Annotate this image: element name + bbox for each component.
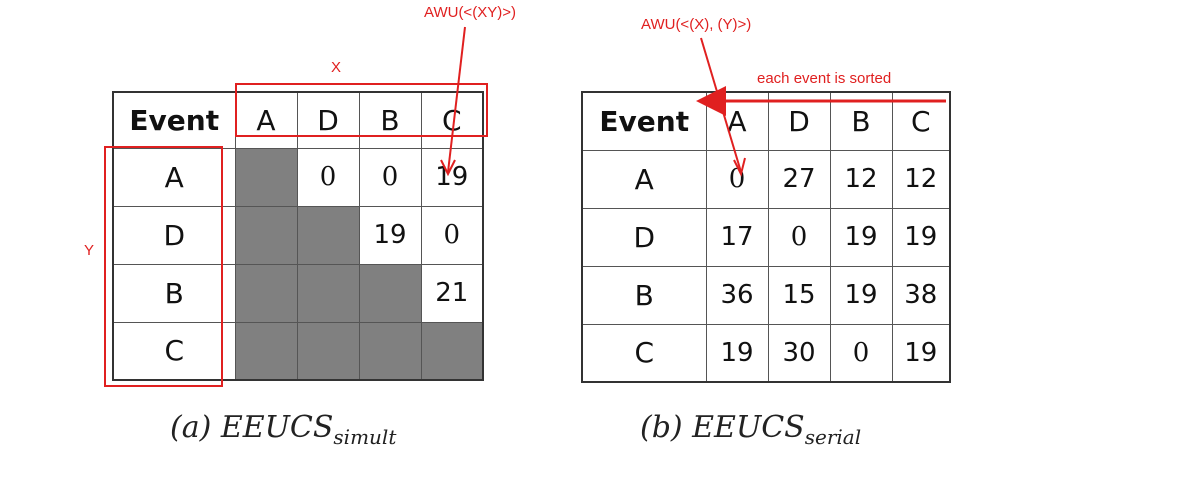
col-header-c: C	[420, 91, 484, 149]
cell-a-c: 19	[420, 147, 484, 207]
shaded-cell	[358, 321, 422, 381]
eeucs-simult-table: Event A D B C A 0 0 19 D 19 0 B 21 C	[112, 91, 484, 381]
table-row: A 0 0 19	[112, 147, 484, 207]
cell-d-a: 17	[705, 207, 769, 267]
table-row: B 21	[112, 263, 484, 323]
cell-d-d: 0	[767, 207, 831, 267]
row-header-b: B	[112, 263, 236, 323]
awu-xy-arrow	[447, 26, 466, 173]
caption-a-text: (a) EEUCS	[170, 410, 334, 445]
table-row: B 36 15 19 38	[581, 265, 951, 325]
cell-a-c: 12	[891, 149, 951, 209]
awu-x-y-arrow	[700, 37, 742, 173]
col-header-b: B	[358, 91, 422, 149]
header-event: Event	[112, 91, 236, 149]
row-header-a: A	[581, 149, 707, 209]
cell-c-a: 19	[705, 323, 769, 383]
shaded-cell	[234, 205, 298, 265]
table-row: C	[112, 321, 484, 381]
row-header-c: C	[112, 321, 236, 381]
table-row: A 0 27 12 12	[581, 149, 951, 209]
caption-b: (b) EEUCSserial	[640, 410, 861, 449]
y-label: Y	[84, 242, 95, 259]
cell-c-c: 19	[891, 323, 951, 383]
cell-c-b: 0	[829, 323, 893, 383]
row-header-d: D	[112, 205, 236, 265]
row-header-b: B	[581, 265, 707, 325]
row-header-c: C	[581, 323, 707, 383]
shaded-cell	[234, 147, 298, 207]
row-header-d: D	[581, 207, 707, 267]
cell-a-b: 12	[829, 149, 893, 209]
y-highlight-box	[104, 146, 223, 387]
eeucs-serial-table: Event A D B C A 0 27 12 12 D 17 0 19 19 …	[581, 91, 951, 383]
awu-xy-label: AWU(<(XY)>)	[424, 4, 516, 21]
table-row: D 19 0	[112, 205, 484, 265]
shaded-cell	[234, 263, 298, 323]
shaded-cell	[420, 321, 484, 381]
shaded-cell	[296, 321, 360, 381]
cell-b-d: 15	[767, 265, 831, 325]
sorted-note: each event is sorted	[757, 70, 892, 87]
x-label: X	[331, 59, 342, 76]
cell-d-b: 19	[829, 207, 893, 267]
shaded-cell	[296, 263, 360, 323]
cell-d-c: 19	[891, 207, 951, 267]
cell-d-b: 19	[358, 205, 422, 265]
table-row: D 17 0 19 19	[581, 207, 951, 267]
col-header-d: D	[296, 91, 360, 149]
awu-x-y-label: AWU(<(X), (Y)>)	[641, 16, 752, 33]
x-highlight-box	[235, 83, 488, 137]
shaded-cell	[234, 321, 298, 381]
awu-xy-arrowhead	[440, 159, 456, 177]
caption-a: (a) EEUCSsimult	[170, 410, 396, 449]
caption-b-subscript: serial	[804, 425, 862, 449]
caption-a-subscript: simult	[333, 425, 397, 449]
cell-c-d: 30	[767, 323, 831, 383]
cell-b-c: 21	[420, 263, 484, 323]
cell-b-b: 19	[829, 265, 893, 325]
cell-d-c: 0	[420, 205, 484, 265]
col-header-a: A	[234, 91, 298, 149]
caption-b-text: (b) EEUCS	[640, 410, 805, 445]
cell-a-b: 0	[358, 147, 422, 207]
shaded-cell	[296, 205, 360, 265]
awu-x-y-arrowhead	[733, 157, 746, 177]
table-row: C 19 30 0 19	[581, 323, 951, 383]
header-event: Event	[581, 91, 707, 151]
